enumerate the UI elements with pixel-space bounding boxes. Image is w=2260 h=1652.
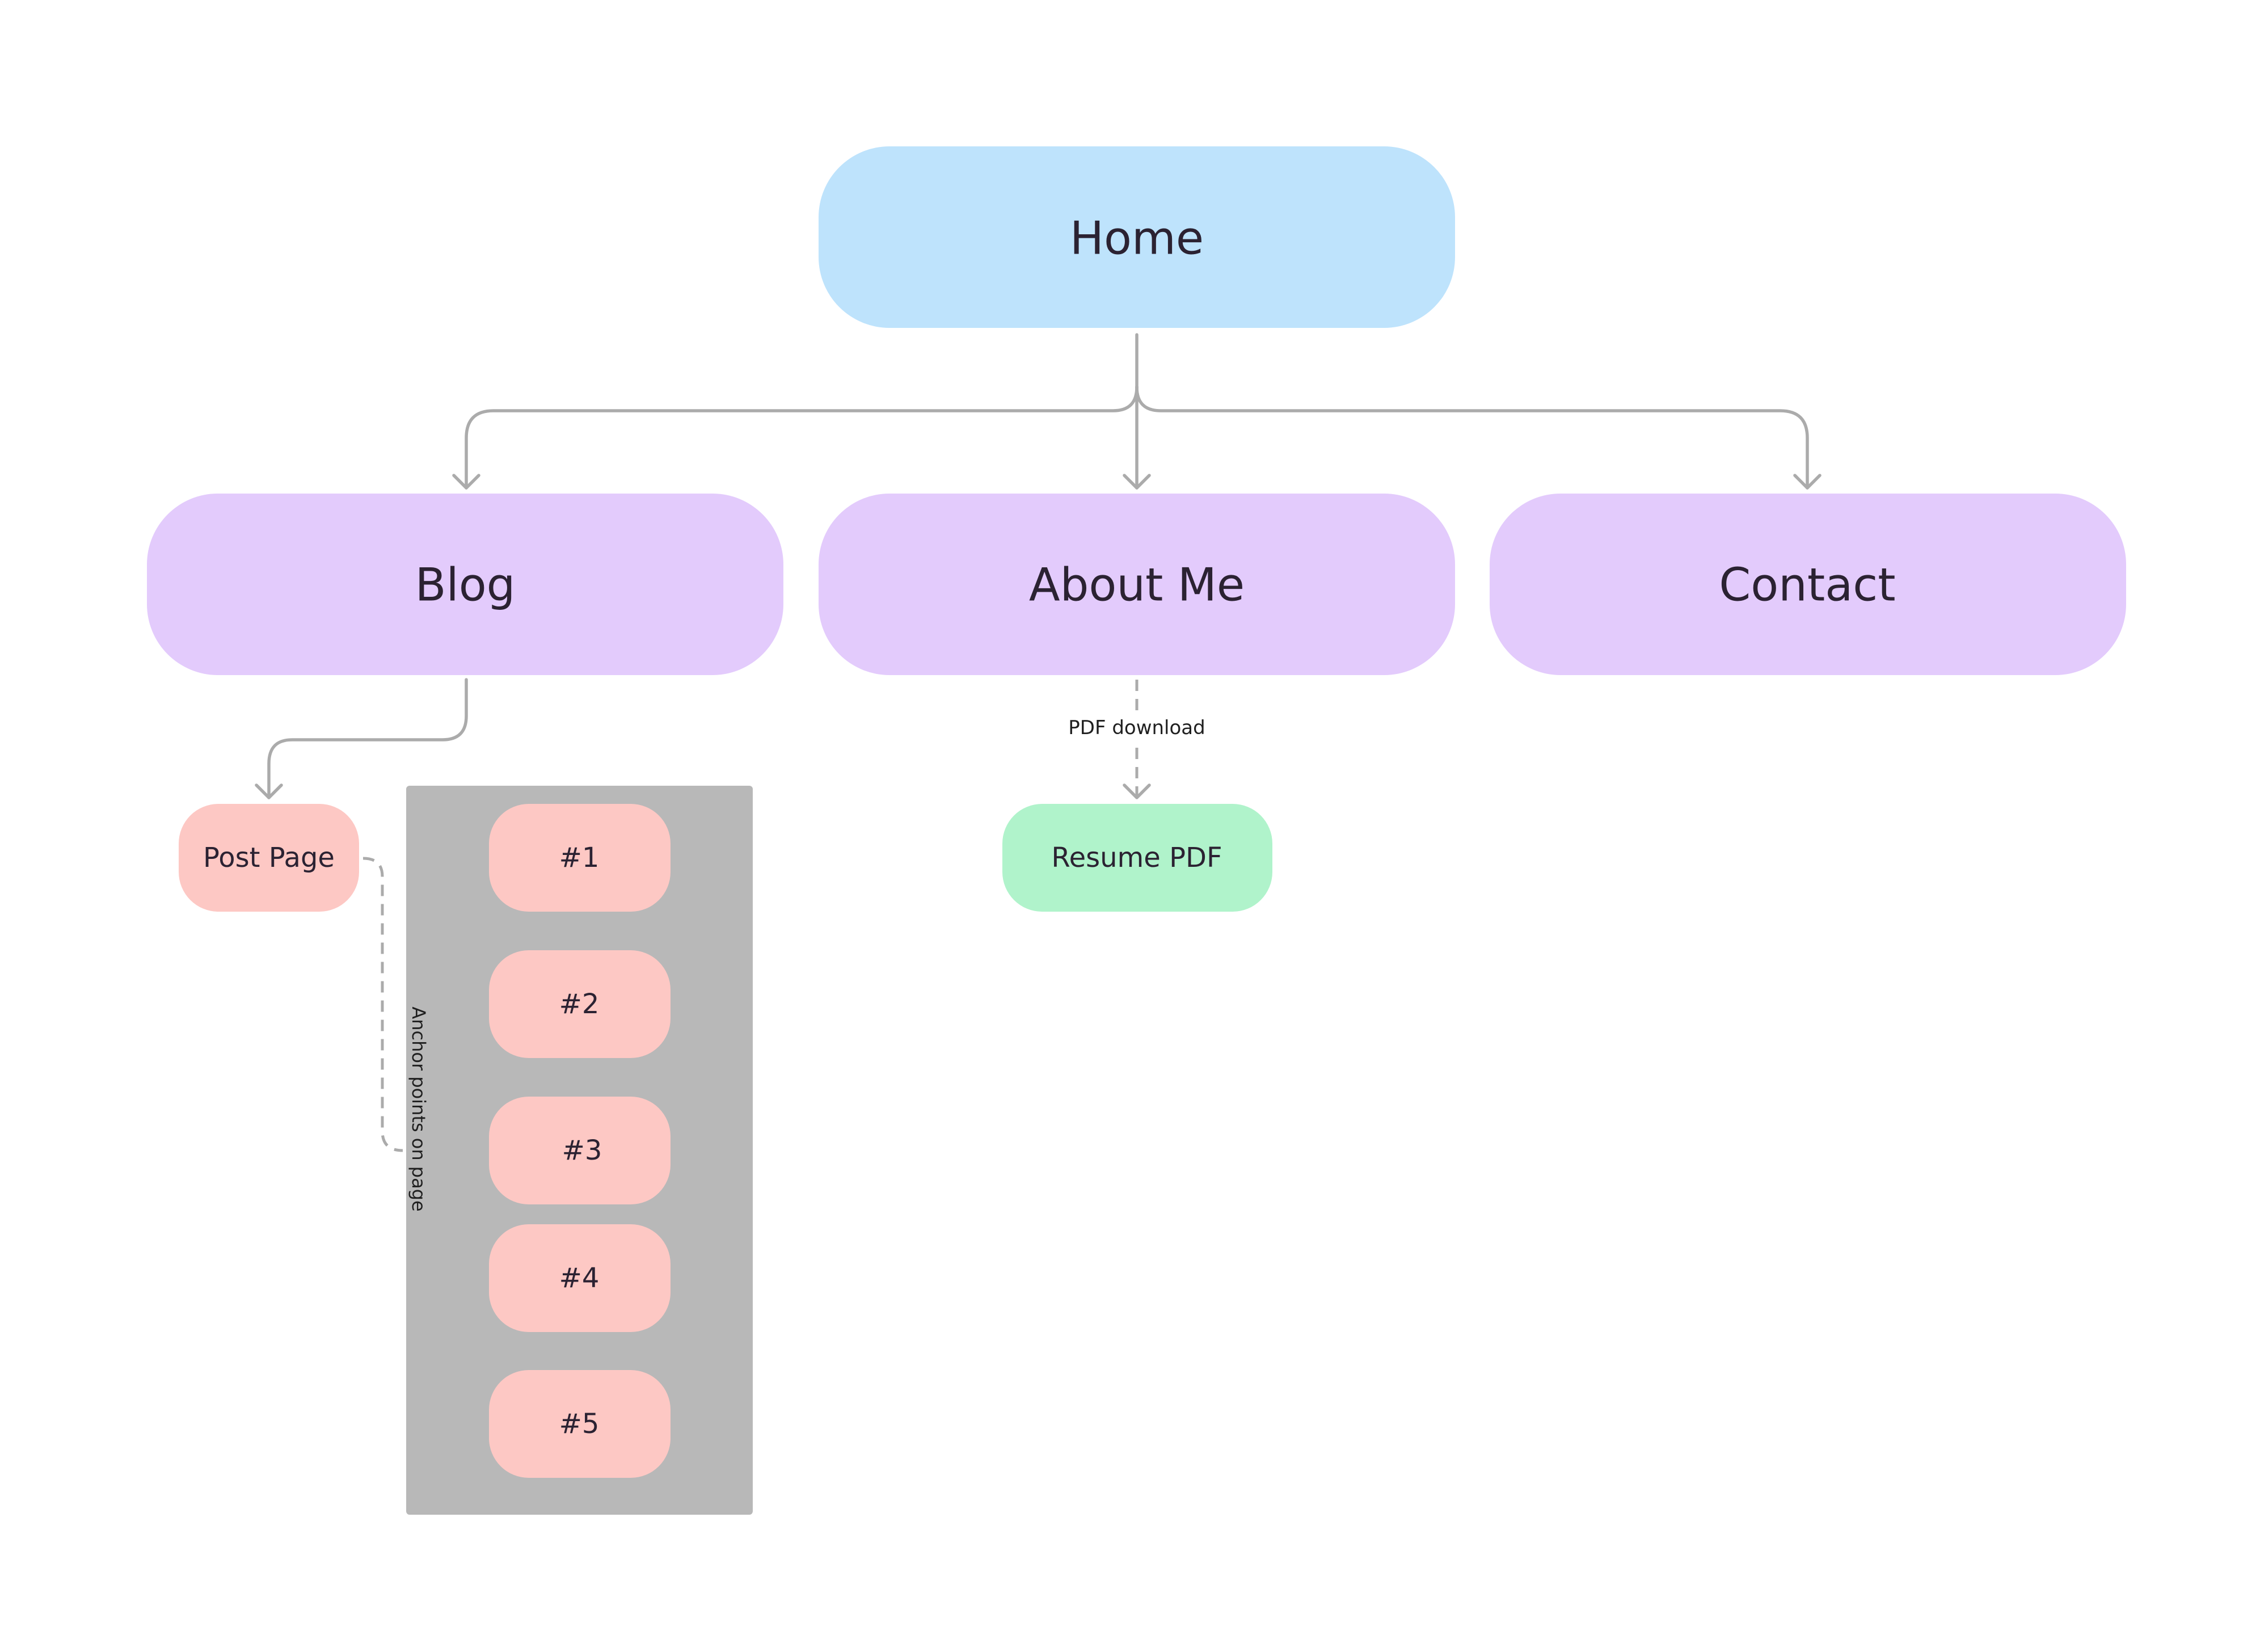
edge-home-to-blog bbox=[465, 385, 1139, 490]
anchor-item-3-shape bbox=[489, 1097, 671, 1204]
edge-blog-to-post-page bbox=[267, 678, 468, 799]
edge-home-to-contact bbox=[1135, 385, 1809, 490]
anchor-points-group: Anchor points on page #1 #2 #3 #4 #5 bbox=[406, 786, 753, 1515]
node-home-shape bbox=[819, 146, 1455, 328]
edge-blog-to-post-page-arrowhead bbox=[255, 783, 283, 799]
anchor-item-4-shape bbox=[489, 1224, 671, 1332]
node-resume-pdf-label: Resume PDF bbox=[1051, 842, 1222, 874]
anchor-item-1[interactable]: #1 bbox=[489, 804, 671, 912]
edge-post-page-to-anchors bbox=[362, 857, 403, 1152]
node-about-me-shape bbox=[819, 494, 1455, 675]
anchor-item-3-label: #3 bbox=[562, 1135, 602, 1166]
anchor-item-5-shape bbox=[489, 1370, 671, 1478]
node-post-page-shape bbox=[179, 804, 359, 912]
node-post-page[interactable]: Post Page bbox=[179, 804, 359, 912]
node-about-me-label: About Me bbox=[1029, 559, 1245, 612]
anchor-item-5-label: #5 bbox=[559, 1408, 600, 1440]
anchor-item-4-label: #4 bbox=[559, 1262, 600, 1294]
node-blog-shape bbox=[147, 494, 783, 675]
node-home[interactable]: Home bbox=[819, 146, 1455, 328]
anchor-item-3[interactable]: #3 bbox=[489, 1097, 671, 1204]
node-about-me[interactable]: About Me bbox=[819, 494, 1455, 675]
node-home-label: Home bbox=[1070, 212, 1204, 265]
node-resume-pdf-shape bbox=[1002, 804, 1272, 912]
edge-home-to-blog-arrowhead bbox=[452, 474, 480, 490]
anchor-item-5[interactable]: #5 bbox=[489, 1370, 671, 1478]
node-resume-pdf[interactable]: Resume PDF bbox=[1002, 804, 1272, 912]
edge-home-to-contact-arrowhead bbox=[1793, 474, 1822, 490]
node-contact-shape bbox=[1490, 494, 2126, 675]
connectors bbox=[255, 333, 1822, 1152]
anchor-points-label: Anchor points on page bbox=[408, 1006, 429, 1211]
node-contact-label: Contact bbox=[1719, 559, 1895, 612]
anchor-item-2[interactable]: #2 bbox=[489, 950, 671, 1058]
node-blog[interactable]: Blog bbox=[147, 494, 783, 675]
edge-about-to-resume-arrowhead bbox=[1123, 783, 1151, 799]
node-blog-label: Blog bbox=[415, 559, 516, 612]
anchor-item-2-shape bbox=[489, 950, 671, 1058]
edge-label-pdf-download: PDF download bbox=[1068, 717, 1205, 739]
edge-home-to-about-arrowhead bbox=[1123, 474, 1151, 490]
node-post-page-label: Post Page bbox=[203, 842, 335, 874]
node-contact[interactable]: Contact bbox=[1490, 494, 2126, 675]
anchor-item-4[interactable]: #4 bbox=[489, 1224, 671, 1332]
anchor-item-2-label: #2 bbox=[559, 988, 600, 1020]
anchor-item-1-shape bbox=[489, 804, 671, 912]
anchor-item-1-label: #1 bbox=[559, 842, 600, 874]
